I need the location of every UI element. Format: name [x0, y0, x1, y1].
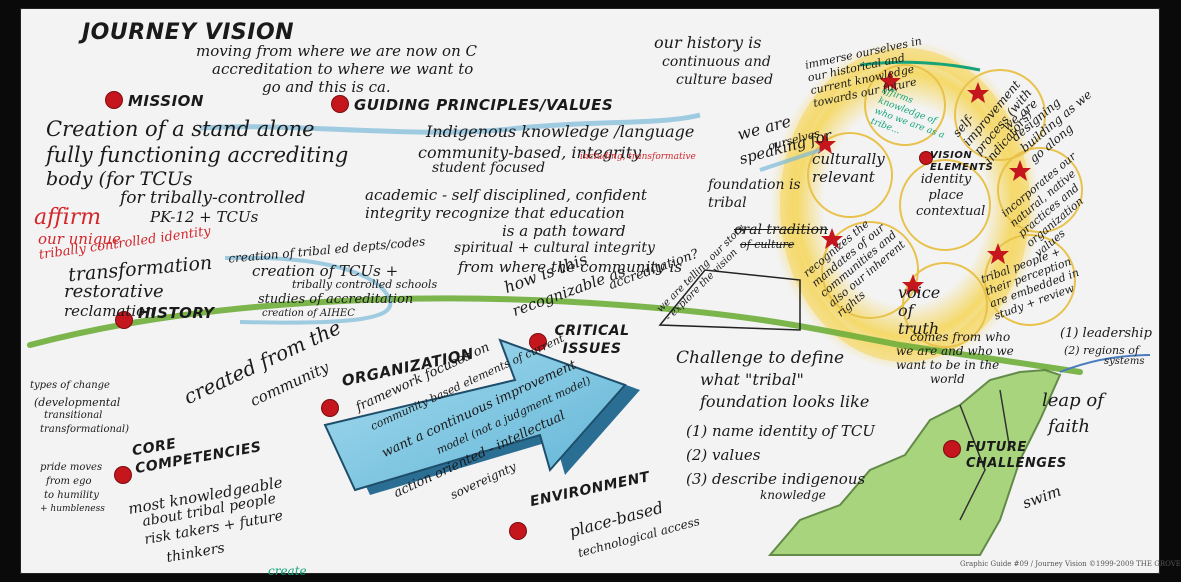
challenge-text: what "tribal": [700, 370, 804, 389]
subtitle-line: moving from where we are now on C: [196, 42, 477, 60]
mission-text: PK-12 + TCUs: [150, 208, 259, 226]
mission-dot: [106, 92, 122, 108]
vision-halo-ring: [780, 48, 1030, 362]
history-item: creation of TCUs +: [252, 262, 399, 280]
speaking-text: of culture: [740, 238, 795, 251]
vision-halo: [770, 40, 1040, 370]
history-bracket: [224, 255, 393, 325]
future-dot: [944, 441, 960, 457]
types-text: transformational): [40, 424, 130, 435]
history-dot: [116, 312, 132, 328]
guiding-text: student focused: [432, 160, 546, 176]
speaking-text: oral tradition: [734, 222, 829, 238]
challenge-item: (3) describe indigenous: [686, 470, 866, 488]
subtitle-line: accreditation to where we want to: [212, 60, 474, 78]
organization-arrow: [323, 338, 640, 495]
marker-scribble: [199, 112, 701, 135]
critical-heading: CRITICAL ISSUES: [554, 323, 630, 357]
guiding-text: community-based, integrity: [418, 143, 642, 162]
mission-text: fully functioning accrediting: [46, 143, 349, 167]
future-heading: FUTURE CHALLENGES: [966, 440, 1067, 471]
types-text: (developmental: [34, 396, 121, 409]
types-text: types of change: [30, 380, 110, 391]
core-dot: [115, 467, 131, 483]
mission-text: body (for TCUs: [46, 168, 193, 190]
leadership-text: systems: [1104, 356, 1145, 367]
cliff: [767, 368, 1062, 556]
history-note: continuous and: [662, 54, 771, 70]
affirm-text: our unique: [38, 230, 121, 248]
leadership-text: (2) regions of: [1064, 344, 1139, 357]
types-text: transitional: [44, 410, 103, 421]
history-note: our history is: [654, 33, 762, 52]
guiding-text: academic - self disciplined, confident: [365, 186, 647, 204]
challenge-item: (1) name identity of TCU: [686, 422, 875, 440]
title: JOURNEY VISION: [82, 20, 295, 45]
vision-bottom-text: comes from who: [910, 330, 1011, 344]
pride-text: + humbleness: [40, 504, 105, 514]
guiding-text: Indigenous knowledge /language: [426, 122, 695, 141]
mission-text: for tribally-controlled: [120, 188, 306, 208]
bottom-text: create: [268, 564, 307, 578]
pride-text: pride moves: [40, 462, 103, 473]
history-heading: HISTORY: [138, 304, 215, 322]
vision-circle-text: voice of truth: [898, 283, 941, 338]
critical-dot: [530, 334, 546, 350]
guiding-dot: [332, 96, 348, 112]
vision-heading: VISION ELEMENTS: [930, 150, 994, 173]
subtitle-line: go and this is ca.: [262, 78, 391, 96]
cliff-edge: [959, 389, 1011, 521]
pride-text: from ego: [46, 476, 92, 487]
speaking-bracket: [759, 148, 821, 172]
history-item: studies of accreditation: [258, 292, 414, 307]
vision-bottom-text: world: [930, 372, 965, 386]
guiding-text: from where the community is: [458, 258, 683, 276]
transformation-text: reclamation: [64, 302, 155, 320]
cliff-wave: [1059, 354, 1151, 373]
history-note: culture based: [676, 72, 774, 88]
vision-bottom-text: want to be in the: [896, 358, 1000, 372]
challenge-item: (2) values: [686, 446, 761, 464]
pride-text: to humility: [44, 490, 99, 501]
challenge-text: foundation looks like: [700, 392, 870, 411]
mission-heading: MISSION: [128, 92, 204, 110]
history-item: tribally controlled schools: [292, 278, 438, 291]
guiding-text: is a path toward: [502, 222, 626, 240]
guiding-note: including, transformative: [580, 152, 696, 162]
leap-text: faith: [1048, 416, 1090, 437]
vision-bottom-text: we are and who we: [896, 344, 1014, 358]
organization-dot: [322, 400, 338, 416]
transformation-text: restorative: [64, 281, 164, 302]
leap-text: leap of: [1042, 390, 1104, 411]
mission-text: Creation of a stand alone: [46, 117, 315, 141]
vision-circles: [807, 64, 1083, 348]
vision-stars: [814, 70, 1031, 295]
guiding-text: spiritual + cultural integrity: [454, 240, 655, 256]
vision-circle-text: culturally relevant: [812, 150, 885, 186]
vision-circle-text: identity place contextual: [916, 172, 986, 219]
history-item: creation of AIHEC: [262, 308, 355, 319]
challenge-text: Challenge to define: [676, 348, 845, 368]
footer-credit: Graphic Guide #09 / Journey Vision ©1999…: [960, 560, 1181, 568]
horizon-line: [27, 295, 1083, 375]
telling-frame: [658, 269, 801, 331]
vision-dot: [920, 152, 932, 164]
guiding-heading: GUIDING PRINCIPLES/VALUES: [354, 96, 614, 114]
leadership-text: (1) leadership: [1060, 326, 1152, 341]
affirm-text: affirm: [34, 205, 102, 230]
environment-dot: [510, 523, 526, 539]
challenge-item: knowledge: [760, 488, 826, 502]
speaking-text: foundation is tribal: [708, 177, 801, 211]
guiding-text: integrity recognize that education: [365, 204, 625, 222]
green-underline: [859, 60, 981, 72]
